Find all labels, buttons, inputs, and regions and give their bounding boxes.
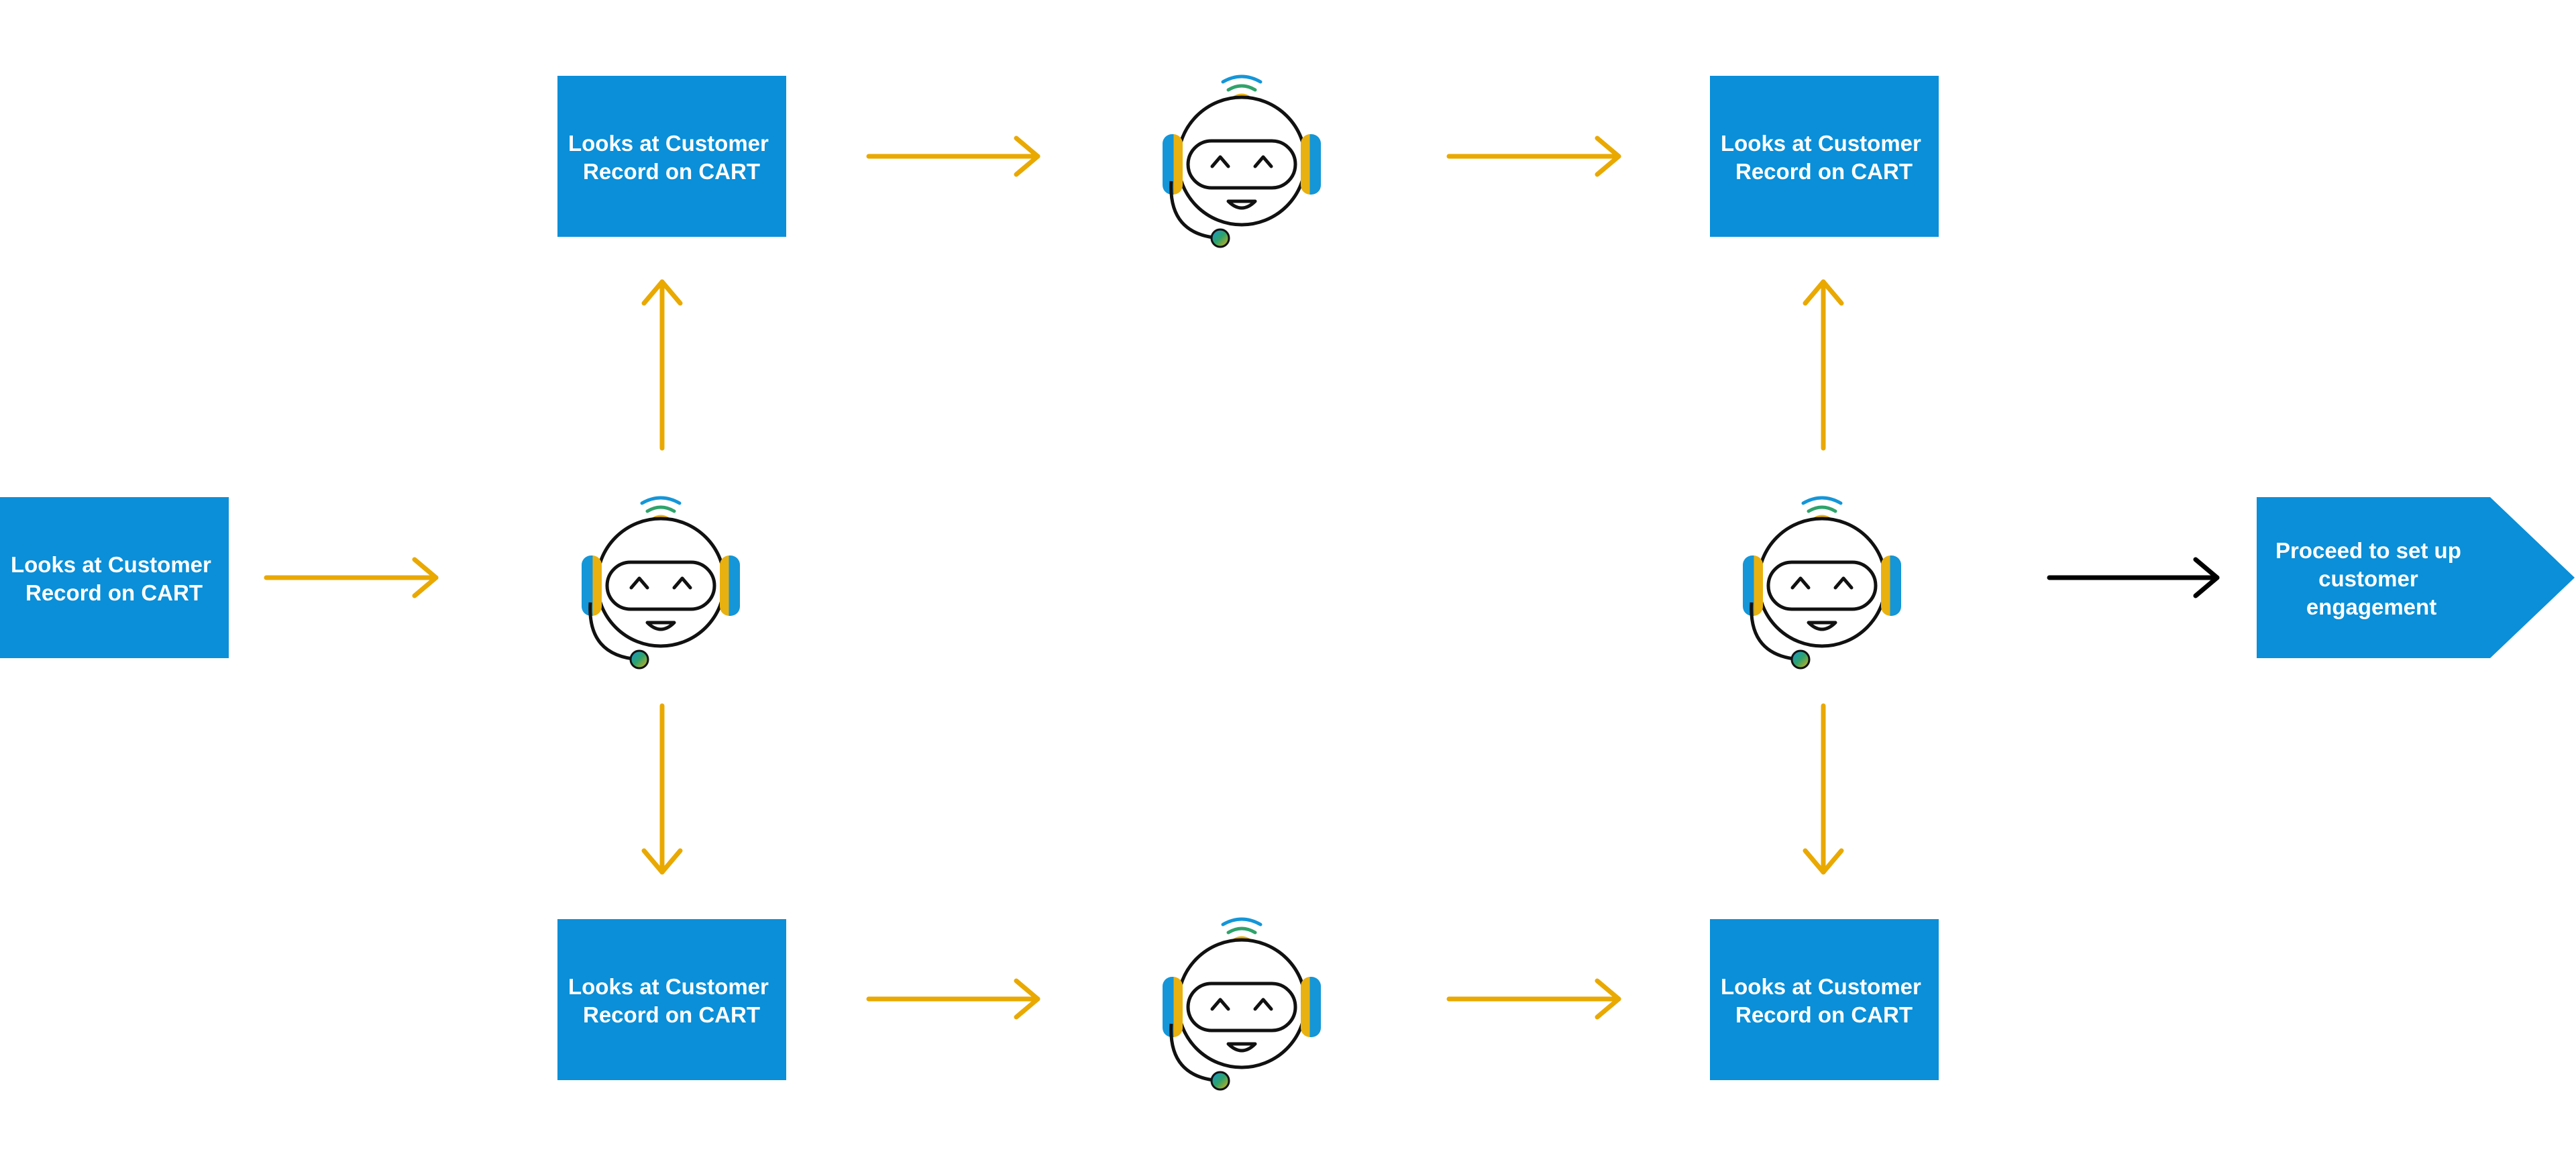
node-bottom-left-line2: Record on CART [583,1002,760,1027]
arrow-start-to-bot [264,557,439,598]
node-final-line3: engagement [2306,594,2436,619]
bot-center-left-robot-icon [582,498,740,668]
arrow-bot-to-bottom-left [641,703,683,875]
arrow-right-bot-to-bottom-right [1803,703,1844,875]
node-start-line2: Record on CART [25,580,203,605]
connector-arrows [264,136,1844,1020]
node-top-right-line1: Looks at Customer [1721,131,1921,156]
bot-center-right-robot-icon [1743,498,1901,668]
arrow-to-final [2047,557,2220,598]
arrow-bot-to-top-left [641,279,683,451]
arrow-right-bot-to-top-right [1803,279,1844,451]
node-start: Looks at Customer Record on CART [0,497,229,658]
svg-text:Proceed to set up custom: Proceed to set up customer engagement [2275,538,2467,619]
bot-bottom-middle-robot-icon [1163,919,1321,1090]
arrow-bottom-bot-to-bottom-right [1446,978,1621,1020]
svg-text:Looks at Customer Record: Looks at Customer Record on CART [1721,974,1927,1027]
arrow-bottom-left-to-bot [866,978,1040,1020]
svg-text:Looks at Customer Record: Looks at Customer Record on CART [11,552,217,605]
arrow-top-left-to-bot [866,136,1040,177]
svg-text:Looks at Customer Record: Looks at Customer Record on CART [568,974,775,1027]
node-top-right-line2: Record on CART [1735,159,1913,184]
node-top-left-line2: Record on CART [583,159,760,184]
node-top-right: Looks at Customer Record on CART [1710,76,1939,237]
node-bottom-right-line2: Record on CART [1735,1002,1913,1027]
node-final: Proceed to set up customer engagement [2257,497,2575,658]
bot-top-middle-robot-icon [1163,76,1321,247]
node-final-line1: Proceed to set up [2275,538,2461,563]
node-final-line2: customer [2318,566,2418,591]
node-bottom-right-line1: Looks at Customer [1721,974,1921,999]
svg-text:Looks at Customer Record: Looks at Customer Record on CART [568,131,775,184]
node-bottom-left: Looks at Customer Record on CART [557,919,786,1080]
node-top-left: Looks at Customer Record on CART [557,76,786,237]
node-top-left-line1: Looks at Customer [568,131,769,156]
arrow-top-bot-to-top-right [1446,136,1621,177]
svg-text:Looks at Customer Record: Looks at Customer Record on CART [1721,131,1927,184]
node-start-line1: Looks at Customer [11,552,211,577]
node-bottom-left-line1: Looks at Customer [568,974,769,999]
node-bottom-right: Looks at Customer Record on CART [1710,919,1939,1080]
